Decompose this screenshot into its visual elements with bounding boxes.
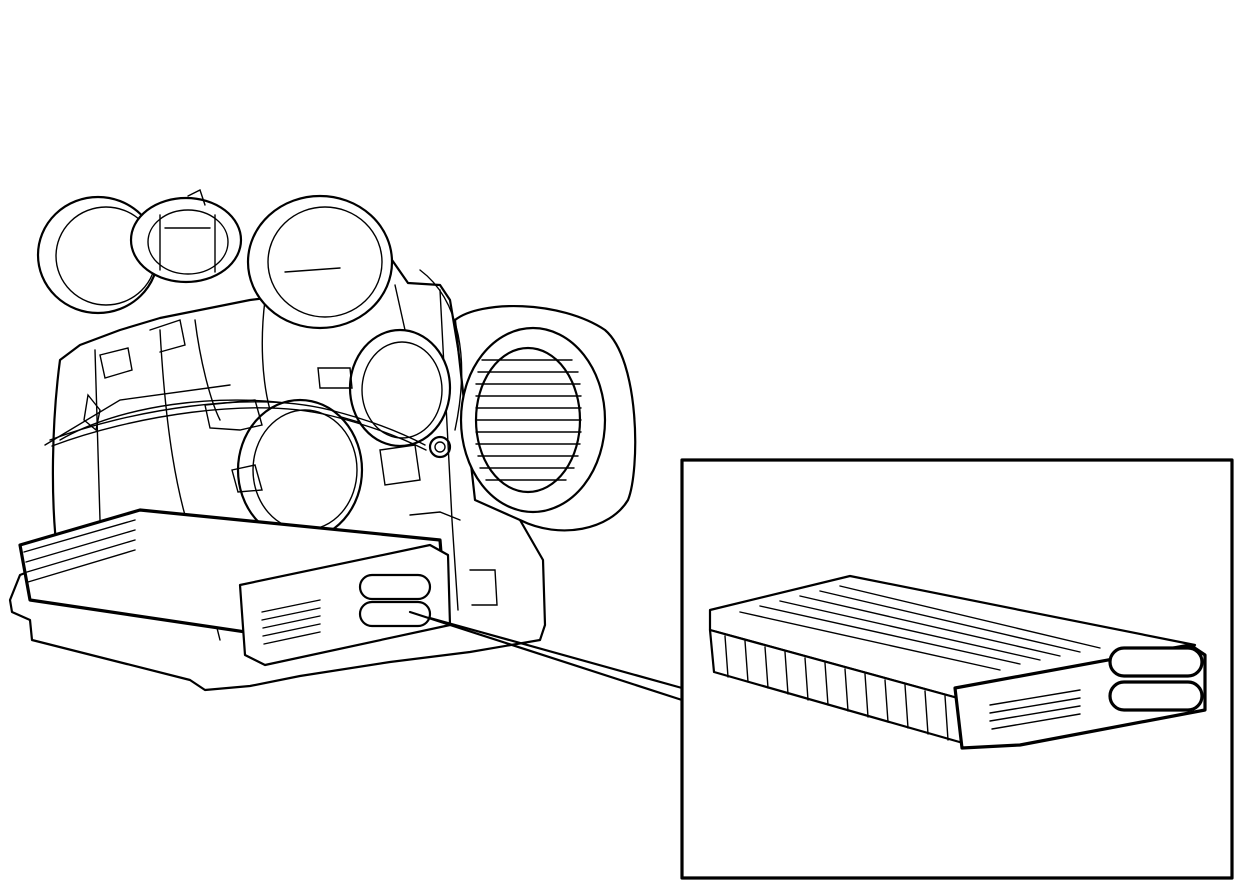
heater-core-detail-end-fins: [989, 689, 1081, 730]
heater-core-detail: [708, 574, 1207, 750]
air-duct-outlets: [36, 189, 394, 330]
heater-core-detail-top-fins: [739, 585, 1101, 671]
callout-leader: [408, 610, 684, 702]
heater-core-installed: [18, 508, 452, 667]
heater-core-detail-front-fins: [724, 635, 949, 741]
heater-core-installed-fins: [261, 599, 321, 645]
blower-fan-blades: [475, 359, 582, 481]
heater-core-detail-pipes: [1108, 646, 1204, 712]
blower-fan: [453, 304, 637, 532]
air-flap-valves: [204, 328, 452, 542]
heater-core-installed-pipes: [358, 573, 432, 628]
control-cable: [49, 269, 463, 459]
